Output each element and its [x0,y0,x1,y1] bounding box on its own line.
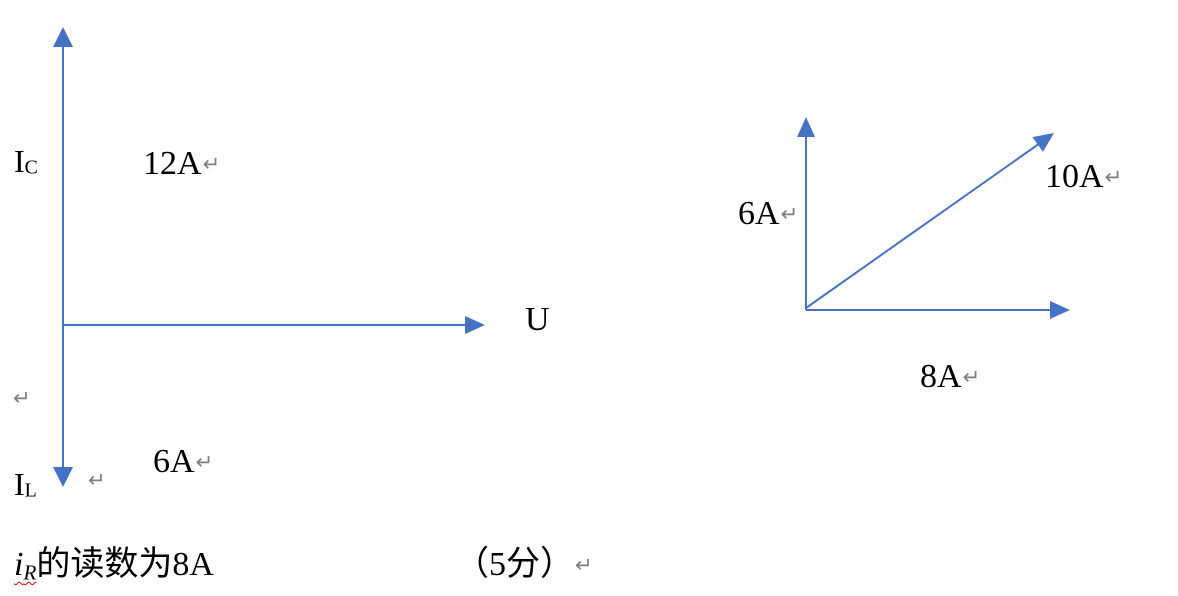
answer-text: 的读数为8A [36,546,214,583]
paragraph-mark: ↵ [13,386,31,410]
horizontal-value-label: 8A↵ [920,360,980,394]
horizontal-value: 8A [920,358,962,395]
score-label: （5分）↵ [455,548,593,582]
ic-label: IC [14,145,38,178]
il-label-main: I [14,466,25,502]
paragraph-mark: ↵ [88,468,106,492]
u-phasor-arrow [63,316,485,334]
ic-label-sub: C [24,156,38,179]
il-label-sub: L [24,479,37,502]
ic-label-main: I [14,143,25,179]
u-label: U [525,301,550,338]
resultant-value-label: 10A↵ [1045,160,1122,194]
answer-line: iR的读数为8A [14,548,214,584]
resultant-value: 10A [1045,158,1104,195]
vertical-value-label: 6A↵ [738,197,798,231]
right-resultant-arrow [805,133,1054,309]
paragraph-mark: ↵ [575,553,593,578]
score-text: （5分） [455,546,574,583]
right-horizontal-arrow [806,301,1070,319]
paragraph-mark: ↵ [195,450,214,475]
il-value: 6A [153,443,195,480]
ic-value: 12A [143,145,202,182]
il-phasor-arrow [53,325,73,487]
ir-variable-main: i [14,546,24,583]
paragraph-mark: ↵ [962,365,981,390]
ir-variable-sub: R [23,560,37,585]
ic-phasor-arrow [53,27,73,325]
ic-value-label: 12A↵ [143,147,220,181]
paragraph-mark: ↵ [780,202,799,227]
vertical-value: 6A [738,195,780,232]
il-value-label: 6A↵ [153,445,213,479]
ir-variable: iR [14,546,37,585]
paragraph-mark: ↵ [202,152,221,177]
il-label: IL [14,468,37,501]
paragraph-mark: ↵ [1104,165,1123,190]
right-vertical-arrow [797,117,815,310]
